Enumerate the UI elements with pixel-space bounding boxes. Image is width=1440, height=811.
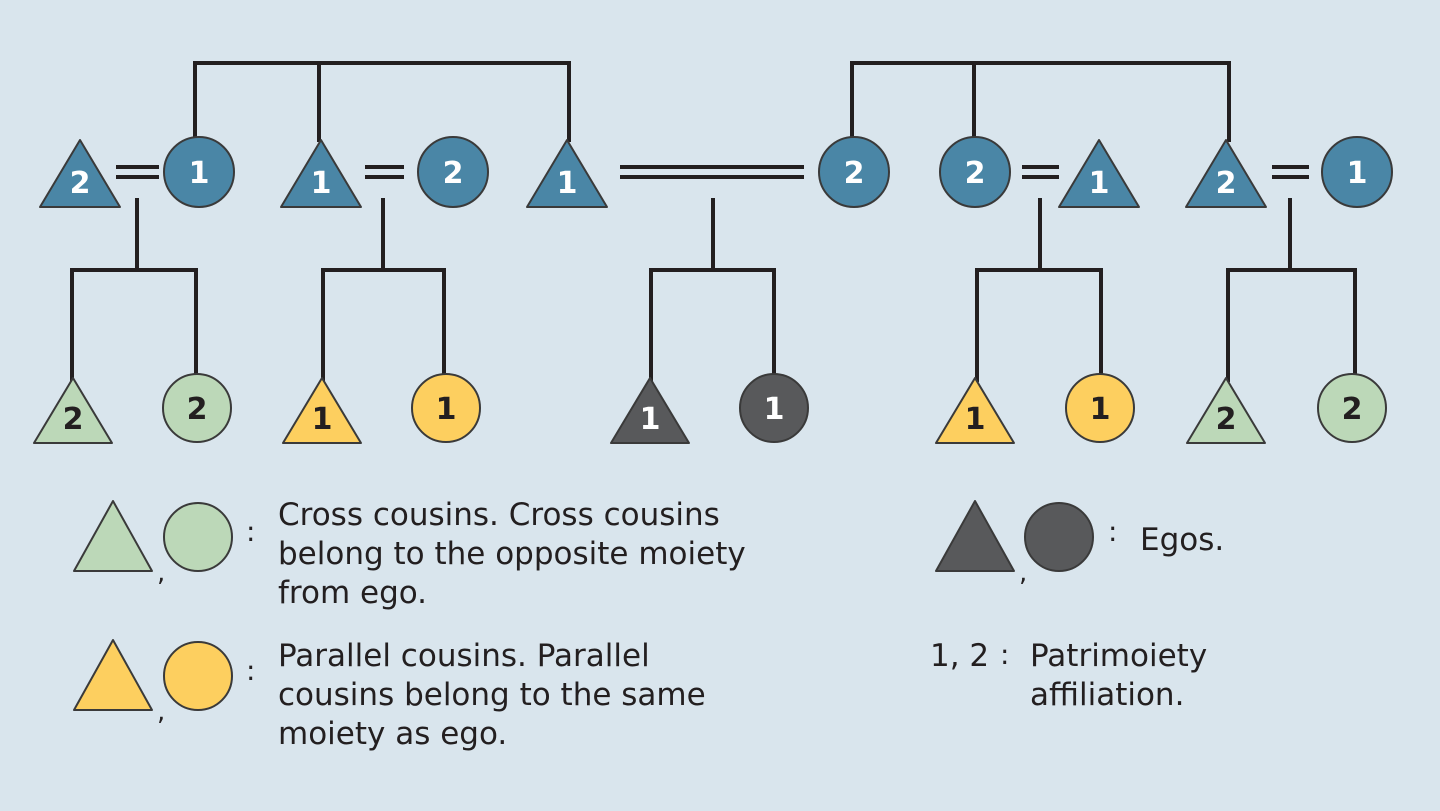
kinship-nodes: 2 1 1 2 1 2 2 1 2 1 2 2 1 1 1 1 1 1 2 2 bbox=[33, 136, 1393, 444]
triangle-symbol bbox=[935, 377, 1015, 444]
circle-symbol bbox=[939, 136, 1011, 208]
triangle-symbol bbox=[610, 377, 690, 444]
ego-cousin-female: 1 bbox=[739, 373, 809, 443]
moiety-label: 1 bbox=[436, 392, 457, 427]
parent-female: 1 bbox=[1321, 136, 1393, 208]
parent-female: 2 bbox=[417, 136, 489, 208]
triangle-symbol bbox=[33, 377, 113, 444]
moiety-label: 2 bbox=[1216, 402, 1237, 437]
ego-cousin-male: 1 bbox=[610, 377, 690, 444]
moiety-label: 1 bbox=[557, 166, 578, 201]
triangle-symbol bbox=[526, 139, 608, 208]
circle-symbol bbox=[818, 136, 890, 208]
moiety-label: 1 bbox=[764, 392, 785, 427]
parent-male: 1 bbox=[280, 139, 362, 208]
moiety-label: 1 bbox=[965, 402, 986, 437]
moiety-colon: : bbox=[1000, 638, 1009, 671]
circle-symbol bbox=[163, 502, 233, 572]
triangle-symbol bbox=[935, 500, 1015, 572]
cross-circle-icon bbox=[163, 502, 233, 572]
parallel-cousin-female: 1 bbox=[411, 373, 481, 443]
parent-female: 1 bbox=[163, 136, 235, 208]
parallel-circle-icon bbox=[163, 641, 233, 711]
circle-symbol bbox=[411, 373, 481, 443]
ego-circle-icon bbox=[1024, 502, 1094, 572]
parallel-cousin-female: 1 bbox=[1065, 373, 1135, 443]
parallel-triangle-icon bbox=[73, 639, 153, 711]
parent-male: 2 bbox=[1185, 139, 1267, 208]
triangle-symbol bbox=[39, 139, 121, 208]
parallel-colon: : bbox=[246, 654, 255, 687]
circle-symbol bbox=[1321, 136, 1393, 208]
moiety-label: 2 bbox=[63, 402, 84, 437]
moiety-label: 2 bbox=[187, 392, 208, 427]
circle-symbol bbox=[1065, 373, 1135, 443]
moiety-label: 2 bbox=[70, 166, 91, 201]
triangle-symbol bbox=[73, 639, 153, 711]
moiety-label: 1 bbox=[640, 402, 661, 437]
circle-symbol bbox=[163, 136, 235, 208]
parent-female: 2 bbox=[818, 136, 890, 208]
moiety-label: 2 bbox=[965, 156, 986, 191]
circle-symbol bbox=[1024, 502, 1094, 572]
moiety-label: 1 bbox=[1090, 392, 1111, 427]
moiety-label: 1 bbox=[312, 402, 333, 437]
parent-male: 1 bbox=[1058, 139, 1140, 208]
triangle-symbol bbox=[1185, 139, 1267, 208]
legend-moiety-text: Patrimoiety affiliation. bbox=[1030, 638, 1208, 713]
legend-cross-cousins-text: Cross cousins. Cross cousins belong to t… bbox=[278, 497, 746, 611]
cross-triangle-icon bbox=[73, 500, 153, 572]
cross-cousin-female: 2 bbox=[162, 373, 232, 443]
moiety-label: 2 bbox=[844, 156, 865, 191]
legend-parallel-cousins-text: Parallel cousins. Parallel cousins belon… bbox=[278, 638, 706, 752]
cross-cousin-male: 2 bbox=[1186, 377, 1266, 444]
cross-separator: , bbox=[157, 558, 165, 588]
legend-icons: ,:,:,:: bbox=[73, 500, 1117, 727]
legend-egos-text: Egos. bbox=[1140, 522, 1225, 558]
circle-symbol bbox=[739, 373, 809, 443]
kinship-lines bbox=[70, 61, 1357, 382]
triangle-symbol bbox=[282, 377, 362, 444]
circle-symbol bbox=[417, 136, 489, 208]
moiety-label: 2 bbox=[1342, 392, 1363, 427]
circle-symbol bbox=[1317, 373, 1387, 443]
cross-cousin-male: 2 bbox=[33, 377, 113, 444]
moiety-label: 1 bbox=[1347, 156, 1368, 191]
triangle-symbol bbox=[280, 139, 362, 208]
moiety-label: 1 bbox=[1089, 166, 1110, 201]
triangle-symbol bbox=[1058, 139, 1140, 208]
parent-male: 2 bbox=[39, 139, 121, 208]
ego-triangle-icon bbox=[935, 500, 1015, 572]
parallel-cousin-male: 1 bbox=[935, 377, 1015, 444]
circle-symbol bbox=[162, 373, 232, 443]
moiety-label: 1 bbox=[189, 156, 210, 191]
ego-separator: , bbox=[1019, 558, 1027, 588]
cross-cousin-female: 2 bbox=[1317, 373, 1387, 443]
parent-female: 2 bbox=[939, 136, 1011, 208]
parallel-cousin-male: 1 bbox=[282, 377, 362, 444]
cross-colon: : bbox=[246, 515, 255, 548]
moiety-label: 1 bbox=[311, 166, 332, 201]
triangle-symbol bbox=[73, 500, 153, 572]
triangle-symbol bbox=[1186, 377, 1266, 444]
circle-symbol bbox=[163, 641, 233, 711]
legend-moiety-key: 1, 2 bbox=[930, 638, 990, 674]
parent-male: 1 bbox=[526, 139, 608, 208]
parallel-separator: , bbox=[157, 697, 165, 727]
moiety-label: 2 bbox=[1216, 166, 1237, 201]
moiety-label: 2 bbox=[443, 156, 464, 191]
ego-colon: : bbox=[1108, 515, 1117, 548]
